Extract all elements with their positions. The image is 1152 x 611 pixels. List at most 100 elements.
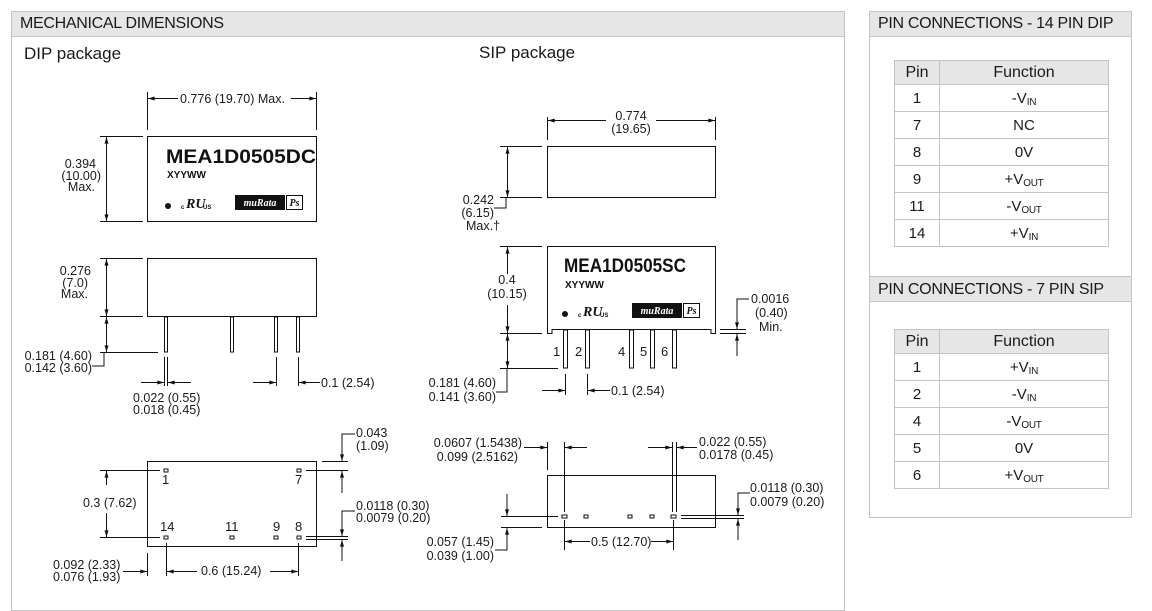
pin-number-cell: 6 <box>894 461 940 489</box>
svg-text:0.092 (2.33): 0.092 (2.33) <box>53 558 120 572</box>
dip-pin-thickness-label: 0.0118 (0.30) 0.0079 (0.20) <box>356 499 430 525</box>
svg-text:(7.0): (7.0) <box>62 276 88 290</box>
pin-function-main: +V <box>1004 170 1024 188</box>
svg-text:RU: RU <box>582 305 603 320</box>
sip-height-label: 0.4 (10.15) <box>487 273 527 301</box>
dip-pin-length-leader <box>92 353 105 367</box>
sip-body-bottom <box>547 475 716 528</box>
pin-connections-panel: PIN CONNECTIONS - 14 PIN DIP Pin Functio… <box>869 11 1132 518</box>
svg-text:0.043: 0.043 <box>356 426 387 440</box>
pin-function-main: +V <box>1009 358 1029 376</box>
sip-first-pin-offset-label: 0.0607 (1.5438) 0.099 (2.5162) <box>434 436 522 464</box>
table-row: 5 0V <box>894 434 1109 462</box>
dip-date-code: XYYWW <box>167 170 206 181</box>
dip-side-pins <box>164 316 300 353</box>
sip-pinlen-leader <box>496 369 508 393</box>
sip-row-leader <box>495 528 509 551</box>
svg-text:0.039 (1.00): 0.039 (1.00) <box>427 549 494 563</box>
pin-number-cell: 5 <box>894 434 940 462</box>
pin-function-cell: +VIN <box>939 219 1109 247</box>
svg-text:0.774: 0.774 <box>615 109 646 123</box>
dip-murata-logo-icon: muRata Ps <box>235 195 303 210</box>
svg-text:Max.: Max. <box>61 287 88 301</box>
sip-thickness-label: 0.242 (6.15) Max.† <box>461 193 500 233</box>
sip-ul-cert-icon: c RU US <box>578 305 608 320</box>
column-header-pin: Pin <box>894 60 940 85</box>
dip-ul-cert-icon: c RU US <box>181 197 211 212</box>
svg-text:0.181 (4.60): 0.181 (4.60) <box>429 376 496 390</box>
svg-text:(0.40): (0.40) <box>755 306 788 320</box>
svg-text:muRata: muRata <box>244 198 277 209</box>
pin-connections-dip-header: PIN CONNECTIONS - 14 PIN DIP <box>870 12 1131 37</box>
pin-function-main: +V <box>1009 224 1029 242</box>
pin-function-cell: +VOUT <box>939 461 1109 489</box>
svg-text:Min.: Min. <box>759 320 783 334</box>
svg-text:6: 6 <box>661 344 668 359</box>
pin-function-cell: -VIN <box>939 84 1109 112</box>
pin-function-subscript: OUT <box>1023 177 1044 189</box>
dip-pitch-label: 0.1 (2.54) <box>321 376 375 390</box>
dip-pin-numbers: 1 7 14 11 9 8 <box>160 472 302 534</box>
svg-text:9: 9 <box>273 519 280 534</box>
sip-pin-thickness-label: 0.0118 (0.30) 0.0079 (0.20) <box>750 481 824 509</box>
svg-text:(10.15): (10.15) <box>487 287 527 301</box>
sip-thk-leader <box>494 198 507 209</box>
sip-part-number: MEA1D0505SC <box>564 256 686 277</box>
svg-text:0.022 (0.55): 0.022 (0.55) <box>699 435 766 449</box>
svg-text:US: US <box>203 205 211 211</box>
sip-pad-leader <box>736 492 750 515</box>
svg-text:2: 2 <box>575 344 582 359</box>
pin-function-main: 0V <box>1014 439 1034 457</box>
svg-text:0.0118 (0.30): 0.0118 (0.30) <box>750 481 823 495</box>
svg-text:0.394: 0.394 <box>65 157 96 171</box>
svg-text:0.141 (3.60): 0.141 (3.60) <box>429 390 496 404</box>
svg-text:muRata: muRata <box>641 306 674 317</box>
svg-text:0.076 (1.93): 0.076 (1.93) <box>53 570 120 584</box>
dip-body-side <box>147 258 317 317</box>
dip-part-number: MEA1D0505DC <box>166 147 316 168</box>
sip-date-code: XYYWW <box>565 280 604 291</box>
pin-function-subscript: IN <box>1026 392 1037 404</box>
table-row: 1+VIN <box>894 353 1109 381</box>
pin-table-sip-header-row: Pin Function <box>894 329 1109 354</box>
table-row: 8 0V <box>894 138 1109 166</box>
sip-front-pins <box>563 329 677 369</box>
dip-package-title: DIP package <box>24 44 122 63</box>
dip-height-label: 0.394 (10.00) Max. <box>61 157 101 194</box>
dip-pad-leader <box>340 510 355 536</box>
pin-number-cell: 7 <box>894 111 940 139</box>
mechanical-dimensions-panel: MECHANICAL DIMENSIONS <box>11 11 845 611</box>
pin-number-cell: 14 <box>894 219 940 247</box>
svg-text:0.242: 0.242 <box>463 193 494 207</box>
svg-text:(10.00): (10.00) <box>61 169 101 183</box>
pin-function-main: -V <box>1011 385 1027 403</box>
pin-number-cell: 8 <box>894 138 940 166</box>
sip-pin-row-offset-label: 0.057 (1.45) 0.039 (1.00) <box>427 535 494 563</box>
sip-pin-width-label: 0.022 (0.55) 0.0178 (0.45) <box>699 435 773 462</box>
table-row: 6+VOUT <box>894 461 1109 489</box>
svg-text:1: 1 <box>553 344 560 359</box>
svg-text:0.0178 (0.45): 0.0178 (0.45) <box>699 448 773 462</box>
sip-pin-numbers: 1 2 4 5 6 <box>553 344 668 359</box>
svg-text:Max.†: Max.† <box>466 219 500 233</box>
pin-function-main: NC <box>1013 116 1035 134</box>
sip-murata-logo-icon: muRata Ps <box>632 303 700 318</box>
svg-text:4: 4 <box>618 344 625 359</box>
pin-function-cell: +VOUT <box>939 165 1109 193</box>
table-row: 11-VOUT <box>894 192 1109 220</box>
pin-number-cell: 11 <box>894 192 940 220</box>
pin-number-cell: 1 <box>894 84 940 112</box>
svg-text:5: 5 <box>640 344 647 359</box>
pin-function-main: 0V <box>1014 143 1034 161</box>
pin-function-cell: -VOUT <box>939 407 1109 435</box>
pin-function-subscript: IN <box>1028 231 1039 243</box>
dip-body-bottom <box>147 461 317 547</box>
pin-connections-sip-header: PIN CONNECTIONS - 7 PIN SIP <box>870 276 1131 302</box>
pin-function-cell: -VOUT <box>939 192 1109 220</box>
svg-text:0.0079 (0.20): 0.0079 (0.20) <box>750 495 824 509</box>
pin-function-main: -V <box>1006 197 1022 215</box>
sip-standoff-label: 0.0016 (0.40) Min. <box>751 292 789 334</box>
dip-edge-offset-label: 0.043 (1.09) <box>356 426 389 453</box>
